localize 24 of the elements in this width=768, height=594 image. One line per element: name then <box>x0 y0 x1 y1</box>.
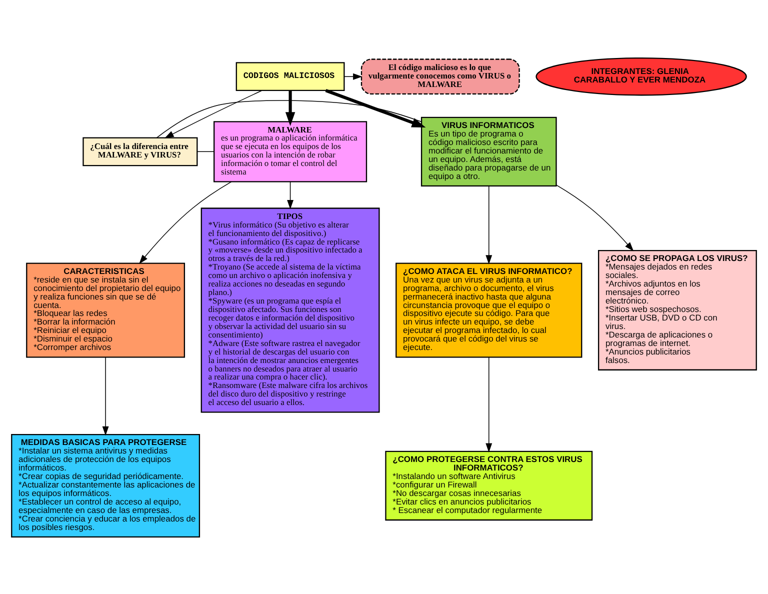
arrow <box>287 181 294 209</box>
node-box: VIRUS INFORMATICOS Es un tipo de programa o código malicioso escrito para modificar el funcionamiento de un equipo. Además, está diseñado para propagarse de un equipo a otro. <box>420 116 557 186</box>
node-box: ¿Cuál es la diferencia entre MALWARE y VIRUS? <box>82 136 198 166</box>
node-box: ¿COMO ATACA EL VIRUS INFORMATICO? Una vez que un virus se adjunta a un programa, archivo o documento, el virus permanecerá inactivo hasta que alguna circunstancia provoque que el equipo o dispositivo ejecute su código. Para que un virus infecte un equipo, se debe ejecutar el programa infectado, lo cual provocará que el código del virus se ejecute. <box>396 262 582 358</box>
arrow <box>102 356 109 436</box>
node-box: MEDIDAS BASICAS PARA PROTEGERSE *Instalar un sistema antivirus y medidas adicionales de protección de los equipos informáticos. *Crear copias de seguridad periódicamente. *Actualizar constantemente las aplicaciones de los equipos informáticos. *Establecer un control de acceso al equipo, especialmente en caso de las empresas. *Crear conciencia y educar a los empleados de los posibles riesgos. <box>11 433 200 537</box>
arrow <box>139 180 232 264</box>
node-box: MALWARE es un programa o aplicación informática que se ejecuta en los equipos de los usuarios con la intención de robar información o tomar el control del sistema <box>214 120 368 182</box>
arrow <box>285 90 296 126</box>
arrow <box>164 90 262 138</box>
node-box: CODIGOS MALICIOSOS <box>236 62 345 91</box>
connector <box>156 100 422 138</box>
connector <box>196 150 214 152</box>
arrow <box>344 72 362 80</box>
arrow <box>556 184 634 251</box>
node-box: TIPOS *Virus informático (Su objetivo es alterar el funcionamiento del dispositivo.) *Gusano informático (Es capaz de replicarse y «moverse» desde un dispositivo infectado a otros a través de la red.) *Troyano (Se accede al sistema de la víctima como un archivo o aplicación inofensiva y realiza acciones no deseadas en segundo plano.) *Spyware (es un programa que espía el dispositivo afectado. Sus funciones son recoger datos e información del dispositivo y observar la actividad del usuario sin su consentimiento) *Adware (Este software rastrea el navegador y el historial de descargas del usuario con la intención de mostrar anuncios emergentes o banners no deseados para atraer al usuario a realizar una compra o hacer clic). *Ransomware (Este malware cifra los archivos del disco duro del dispositivo y restringe el acceso del usuario a ellos. <box>200 207 380 412</box>
arrow <box>486 185 492 264</box>
arrow <box>325 88 426 128</box>
node-box: El código malicioso es lo que vulgarmente conocemos como VIRUS o MALWARE <box>360 58 520 94</box>
node-box: ¿COMO PROTEGERSE CONTRA ESTOS VIRUS INFORMATICOS? *Instalando un software Antivirus *configurar un Firewall *No descargar cosas innecesarias *Evitar clics en anuncios publicitarios * Escanear el computador regularmente <box>385 450 593 520</box>
node-box: CARACTERISTICAS *reside en que se instala sin el conocimiento del propietario del equipo y realiza funciones sin que se dé cuenta. *Bloquear las redes *Borrar la información *Reiniciar el equipo *Disminuir el espacio *Corromper archivos <box>26 262 186 358</box>
node-ellipse: INTEGRANTES: GLENIA CARABALLO Y EVER MENDOZA <box>536 56 747 96</box>
arrow <box>486 356 492 452</box>
node-box: ¿COMO SE PROPAGA LOS VIRUS? *Mensajes dejados en redes sociales. *Archivos adjuntos en los mensajes de correo electrónico. *Sitios web sospechosos. *Insertar USB, DVD o CD con virus. *Descarga de aplicaciones o programas de internet. *Anuncios publicitarios falsos. <box>598 250 757 370</box>
